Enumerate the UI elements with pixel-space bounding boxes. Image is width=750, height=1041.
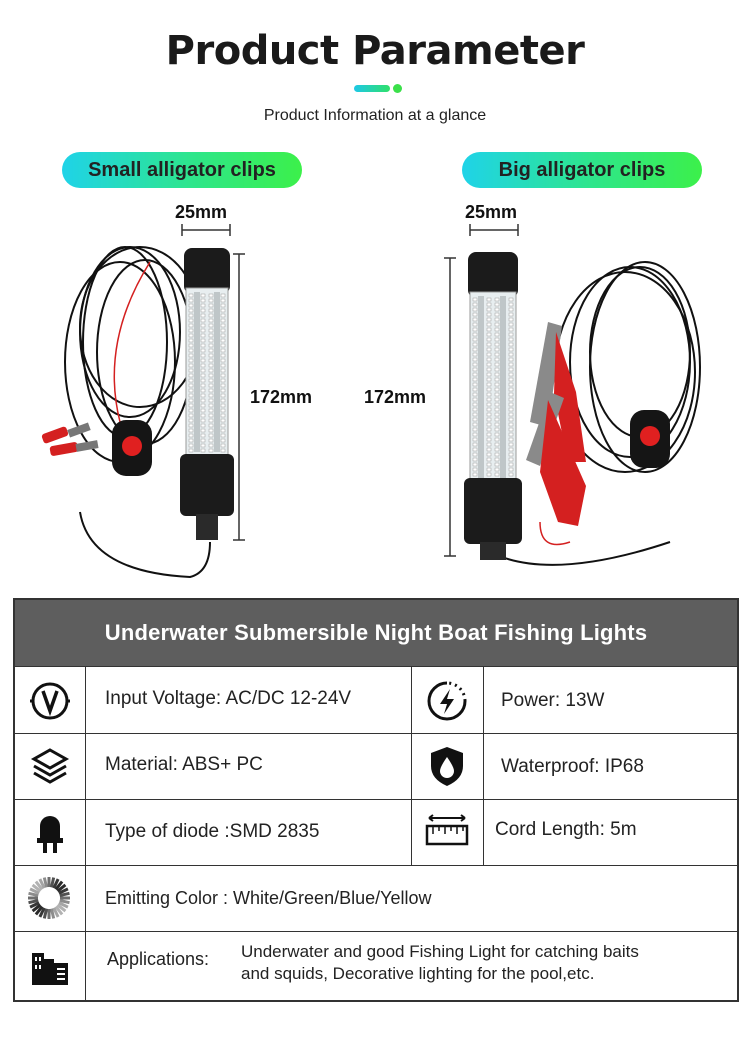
- big-clips-light-photo: [444, 224, 701, 566]
- spec-table-heading: Underwater Submersible Night Boat Fishin…: [15, 600, 737, 666]
- layers-icon: [30, 748, 70, 784]
- led-diode-icon: [37, 816, 63, 853]
- building-icon: [32, 953, 68, 985]
- table-divider: [15, 799, 737, 800]
- small-clips-light-photo: [41, 224, 245, 579]
- table-divider: [483, 666, 484, 865]
- waterproof-shield-icon: [431, 747, 463, 786]
- voltage-icon: [30, 682, 70, 720]
- applications-value: Underwater and good Fishing Light for ca…: [241, 941, 731, 985]
- accent-bar: [354, 85, 390, 92]
- emitting-color-icon: [28, 877, 70, 919]
- voltage-value: Input Voltage: AC/DC 12-24V: [105, 688, 352, 709]
- power-value: Power: 13W: [501, 690, 605, 711]
- title-accent: [354, 84, 402, 94]
- switch-button-icon: [122, 436, 142, 456]
- accent-dot: [393, 84, 402, 93]
- power-icon: [427, 681, 467, 721]
- right-length-label: 172mm: [364, 387, 427, 407]
- right-width-label: 25mm: [465, 202, 518, 222]
- table-divider: [85, 666, 86, 1002]
- switch-button-icon: [640, 426, 660, 446]
- left-width-label: 25mm: [175, 202, 228, 222]
- big-clips-label: Big alligator clips: [462, 152, 702, 188]
- table-divider: [15, 931, 737, 932]
- emitting-color-value: Emitting Color : White/Green/Blue/Yellow: [105, 888, 432, 908]
- table-divider: [411, 666, 412, 865]
- cord-length-value: Cord Length: 5m: [495, 819, 637, 840]
- ruler-icon: [425, 814, 469, 846]
- applications-line: and squids, Decorative lighting for the …: [241, 964, 595, 983]
- waterproof-value: Waterproof: IP68: [501, 756, 644, 777]
- applications-label: Applications:: [107, 949, 210, 969]
- spec-table: Underwater Submersible Night Boat Fishin…: [13, 598, 739, 1002]
- table-divider: [15, 733, 737, 734]
- table-divider: [15, 865, 737, 866]
- small-clips-label: Small alligator clips: [62, 152, 302, 188]
- page-title: Product Parameter: [165, 28, 585, 74]
- page-subtitle: Product Information at a glance: [263, 107, 487, 124]
- table-divider: [15, 666, 737, 667]
- applications-line: Underwater and good Fishing Light for ca…: [241, 942, 639, 961]
- left-length-label: 172mm: [250, 387, 313, 407]
- diode-value: Type of diode :SMD 2835: [105, 821, 320, 842]
- material-value: Material: ABS+ PC: [105, 754, 263, 775]
